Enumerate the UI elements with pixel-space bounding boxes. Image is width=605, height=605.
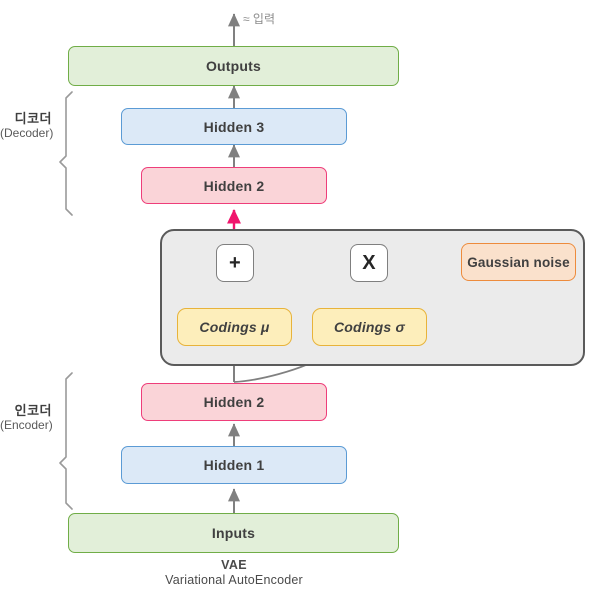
caption-subtitle: Variational AutoEncoder	[165, 573, 303, 587]
node-codings-mu-label: Codings μ	[199, 319, 270, 335]
node-add-operator[interactable]: +	[216, 244, 254, 282]
node-codings-mu[interactable]: Codings μ	[177, 308, 292, 346]
node-codings-sigma[interactable]: Codings σ	[312, 308, 427, 346]
encoder-bracket	[59, 372, 73, 510]
decoder-label-ko: 디코더	[14, 111, 52, 126]
decoder-bracket-label: 디코더 (Decoder)	[0, 111, 54, 141]
decoder-label-en: (Decoder)	[0, 125, 54, 140]
node-inputs[interactable]: Inputs	[68, 513, 399, 553]
decoder-bracket	[59, 91, 73, 216]
node-hidden-3-label: Hidden 3	[203, 118, 265, 135]
node-outputs-label: Outputs	[205, 58, 262, 74]
node-hidden-3[interactable]: Hidden 3	[121, 108, 347, 145]
encoder-label-ko: 인코더	[14, 403, 52, 418]
node-multiply-operator-label: X	[362, 251, 376, 274]
node-gaussian-noise[interactable]: Gaussian noise	[461, 243, 576, 281]
node-hidden-1[interactable]: Hidden 1	[121, 446, 347, 484]
node-outputs[interactable]: Outputs	[68, 46, 399, 86]
node-hidden-2-decoder[interactable]: Hidden 2	[141, 167, 327, 204]
diagram-caption: VAE Variational AutoEncoder	[0, 558, 468, 587]
node-codings-sigma-label: Codings σ	[334, 319, 405, 335]
node-gaussian-noise-label: Gaussian noise	[467, 254, 570, 270]
node-multiply-operator[interactable]: X	[350, 244, 388, 282]
node-hidden-2-encoder-label: Hidden 2	[203, 394, 265, 410]
encoder-label-en: (Encoder)	[0, 417, 53, 432]
caption-title: VAE	[221, 558, 247, 572]
approx-input-annotation: ≈ 입력	[243, 12, 276, 26]
node-hidden-2-encoder[interactable]: Hidden 2	[141, 383, 327, 421]
node-hidden-2-decoder-label: Hidden 2	[203, 177, 265, 194]
node-hidden-1-label: Hidden 1	[203, 457, 265, 473]
node-inputs-label: Inputs	[211, 525, 256, 541]
encoder-bracket-label: 인코더 (Encoder)	[0, 403, 53, 433]
node-add-operator-label: +	[229, 251, 241, 274]
